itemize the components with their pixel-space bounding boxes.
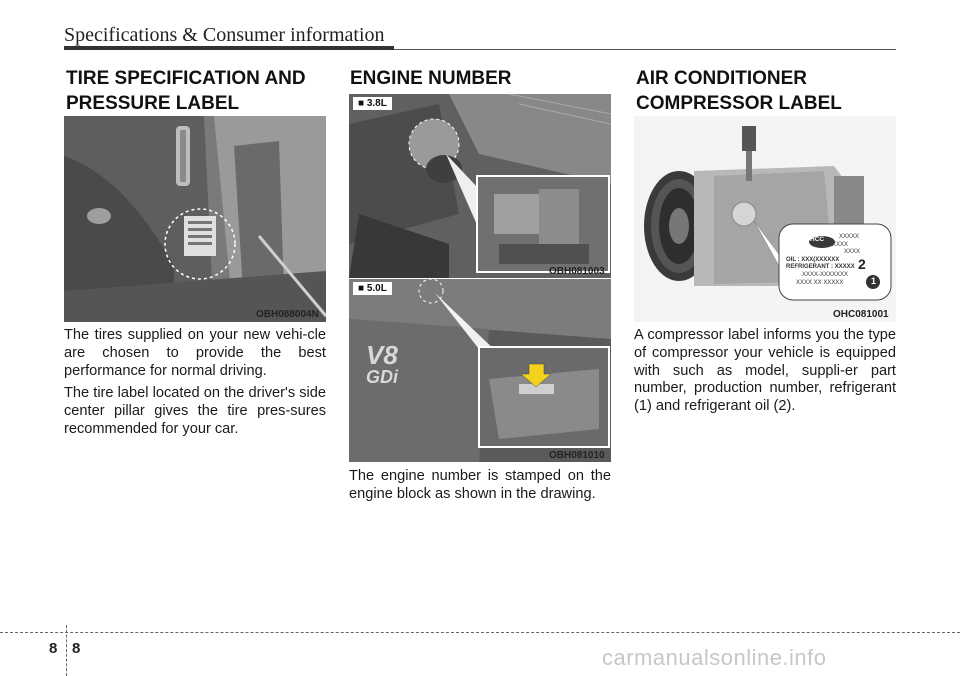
compressor-label-heading: AIR CONDITIONER COMPRESSOR LABEL	[636, 68, 842, 114]
compressor-label-text-body: A compressor label informs you the type …	[634, 327, 896, 421]
tire-label-text: The tires supplied on your new vehi-cle …	[64, 327, 326, 444]
label-brand: HCC	[810, 236, 825, 243]
engine-variant-tag: ■ 5.0L	[353, 282, 392, 295]
compressor-label-text: XXXXX XXXX XXXX OIL : XXX(XXXXXX REFRIGE…	[786, 234, 861, 286]
header-rule-thin	[394, 49, 896, 50]
paragraph: The tire label located on the driver's s…	[64, 385, 326, 437]
engine-variant-tag: ■ 3.8L	[353, 97, 392, 110]
header-rule	[64, 46, 394, 50]
tire-label-heading: TIRE SPECIFICATION AND PRESSURE LABEL	[66, 68, 306, 114]
callout-number: 1	[871, 276, 877, 286]
engine-photo-5-0l	[349, 279, 611, 462]
engine-number-text: The engine number is stamped on the engi…	[349, 468, 611, 509]
footer-divider	[66, 625, 67, 676]
paragraph: The tires supplied on your new vehi-cle …	[64, 327, 326, 379]
door-pillar-photo	[64, 116, 326, 322]
engine-number-heading: ENGINE NUMBER	[350, 68, 512, 89]
engine-photo-3-8l	[349, 94, 611, 278]
compressor-illustration	[634, 116, 896, 322]
section-header-title: Specifications & Consumer information	[64, 24, 385, 46]
engine-cover-logo: V8 GDi	[366, 340, 399, 387]
paragraph: A compressor label informs you the type …	[634, 327, 896, 415]
engine-5-0l-illustration	[349, 279, 611, 462]
callout-number: 2	[858, 256, 866, 272]
footer-rule	[0, 632, 960, 633]
photo-caption: OBH081003	[549, 266, 605, 277]
chapter-number: 8	[49, 640, 58, 657]
paragraph: The engine number is stamped on the engi…	[349, 468, 611, 502]
engine-3-8l-illustration	[349, 94, 611, 278]
compressor-photo	[634, 116, 896, 322]
photo-caption: OBH081010	[549, 450, 605, 461]
watermark: carmanualsonline.info	[602, 645, 827, 670]
page-number: 8	[72, 640, 81, 657]
photo-caption: OBH088004N	[256, 309, 319, 320]
door-pillar-illustration	[64, 116, 326, 322]
photo-caption: OHC081001	[833, 309, 889, 320]
